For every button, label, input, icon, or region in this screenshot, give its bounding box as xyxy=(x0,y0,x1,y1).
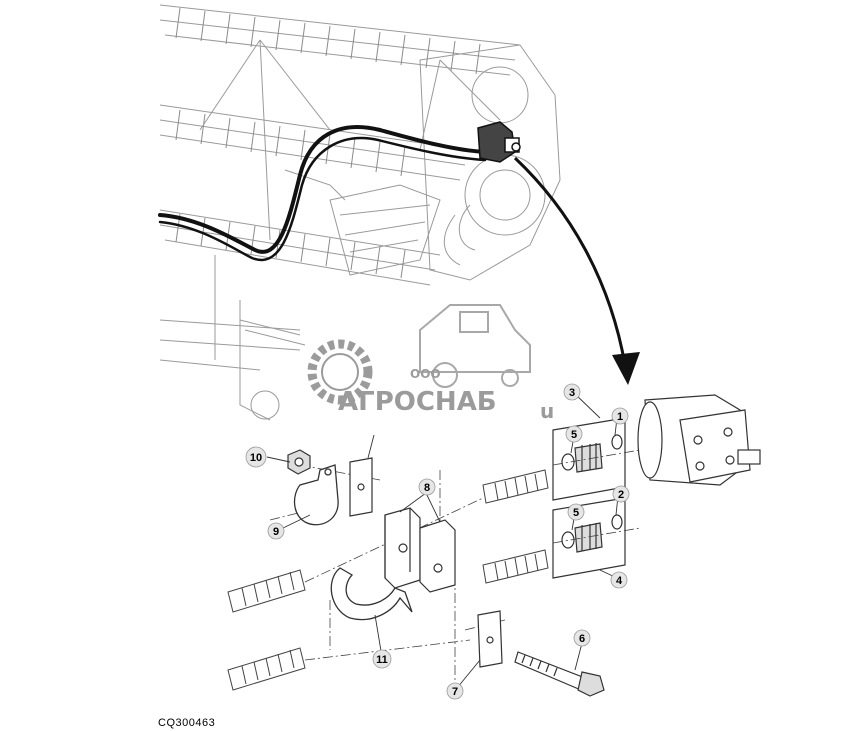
hydraulic-hose xyxy=(158,125,487,262)
clamp-halves xyxy=(384,507,456,593)
hose-quick-coupler xyxy=(477,121,521,163)
hose-end-upper-left xyxy=(227,569,306,613)
hose-end-upper-right xyxy=(482,469,549,504)
gear-icon xyxy=(307,339,373,405)
callout-3: 3 xyxy=(563,383,581,401)
callout-5b: 5 xyxy=(567,503,585,521)
callout-2: 2 xyxy=(612,485,630,503)
callout-4-label: 4 xyxy=(616,575,623,587)
callout-6-label: 6 xyxy=(579,633,585,645)
combine-harvester-icon xyxy=(419,304,531,388)
callout-5a-label: 5 xyxy=(571,429,577,441)
callout-4: 4 xyxy=(610,571,628,589)
callout-10: 10 xyxy=(245,446,267,468)
callout-1: 1 xyxy=(611,407,629,425)
callout-8: 8 xyxy=(418,478,436,496)
callouts: 1 2 3 4 5 5 6 7 xyxy=(245,383,630,700)
callout-6: 6 xyxy=(573,629,591,647)
callout-9-label: 9 xyxy=(273,526,279,538)
callout-9: 9 xyxy=(267,522,285,540)
watermark-company-name: АГРОСНАБ xyxy=(338,387,497,417)
plate-washer-top xyxy=(349,457,373,517)
plate-washer-7 xyxy=(477,610,503,668)
callout-10-label: 10 xyxy=(250,452,262,464)
combine-header-illustration xyxy=(159,4,561,421)
hydraulic-pump xyxy=(637,394,761,486)
hex-nut-10 xyxy=(287,449,311,475)
hose-end-lower-right xyxy=(482,549,549,584)
callout-1-label: 1 xyxy=(617,411,623,423)
watermark-prefix: ООО xyxy=(410,367,441,381)
company-watermark: ООО АГРОСНАБ u xyxy=(307,304,554,423)
hose-ends xyxy=(227,469,549,691)
callout-5a: 5 xyxy=(565,425,583,443)
figure-id: CQ300463 xyxy=(158,717,216,729)
callout-11-label: 11 xyxy=(376,654,388,666)
callout-11: 11 xyxy=(372,649,392,669)
p-clip-9 xyxy=(293,464,339,526)
hose-end-lower-left xyxy=(227,647,306,691)
callout-8-label: 8 xyxy=(424,482,430,494)
callout-2-label: 2 xyxy=(618,489,624,501)
watermark-suffix: u xyxy=(540,399,554,423)
callout-5b-label: 5 xyxy=(573,507,579,519)
fitting-kit-4 xyxy=(552,497,626,579)
cable-strap-11 xyxy=(330,567,413,621)
detail-pointer-arrow xyxy=(513,156,640,385)
bolt-6 xyxy=(514,651,605,697)
callout-7: 7 xyxy=(446,682,464,700)
callout-3-label: 3 xyxy=(569,387,575,399)
callout-7-label: 7 xyxy=(452,686,458,698)
